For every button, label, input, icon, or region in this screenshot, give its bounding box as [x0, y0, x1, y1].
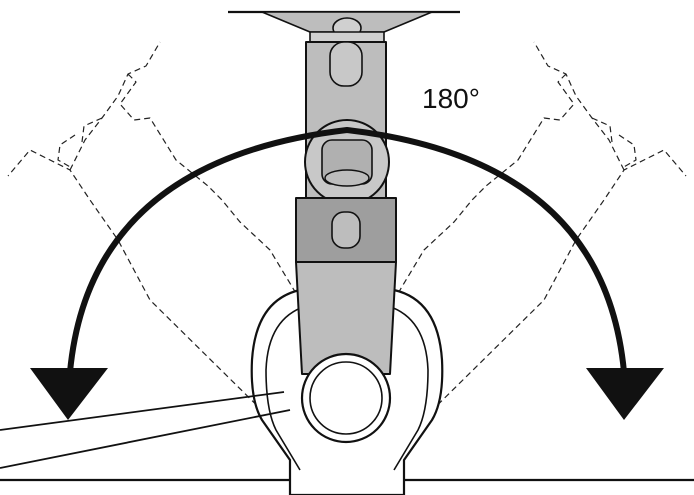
rotation-angle-label: 180° — [422, 83, 480, 114]
leader-lines — [0, 391, 291, 469]
right-arrowhead — [586, 368, 664, 420]
rotation-arc — [30, 126, 664, 420]
left-rotated-arm-outline — [7, 41, 301, 441]
right-rotated-arm-outline — [393, 41, 687, 441]
main-arm — [228, 10, 460, 444]
left-arrowhead — [30, 368, 108, 420]
